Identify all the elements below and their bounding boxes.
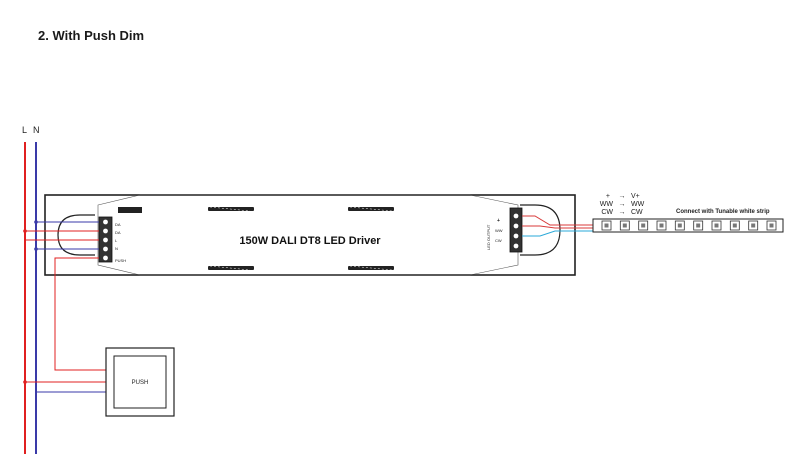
input-terminal-label-3: L [115, 238, 118, 243]
junction-neutral-2 [34, 247, 38, 251]
led-strip-leds [601, 220, 777, 231]
led-chip-die [677, 223, 682, 228]
map-from-plus: + [606, 193, 610, 200]
map-arrow-3: → [619, 209, 626, 216]
strip-label: Connect with Tunable white strip [676, 209, 770, 215]
output-terminal-label-plus: + [497, 218, 500, 224]
driver-name: 150W DALI DT8 LED Driver [239, 235, 381, 247]
vent-bottom-left [208, 265, 254, 271]
push-wire [54, 257, 116, 371]
map-to-cw: CW [631, 209, 643, 216]
map-arrow-2: → [619, 201, 626, 208]
input-terminal-block [98, 216, 113, 263]
neutral-label: N [33, 125, 40, 135]
output-terminal-label-cw: CW [495, 238, 502, 243]
junction-line-2 [23, 380, 27, 384]
led-chip-die [751, 223, 756, 228]
input-terminal-label-4: N [115, 246, 118, 251]
led-driver: DA DA L N PUSH 150W DALI DT8 LED Driver … [44, 194, 576, 276]
vent-bottom-right [348, 265, 394, 271]
map-from-ww: WW [600, 201, 614, 208]
line-label: L [22, 125, 27, 135]
led-chip-die [714, 223, 719, 228]
right-end-cap [520, 204, 561, 256]
push-switch-label: PUSH [132, 380, 149, 386]
junction-line-1 [23, 229, 27, 233]
output-v-plus-wire [522, 215, 593, 226]
led-chip-die [604, 223, 609, 228]
led-chip-die [732, 223, 737, 228]
led-chip-die [769, 223, 774, 228]
map-to-ww: WW [631, 201, 645, 208]
led-chip-die [622, 223, 627, 228]
input-terminal-label-1: DA [115, 222, 121, 227]
page-title: 2. With Push Dim [38, 28, 145, 43]
output-cw-wire [522, 230, 593, 237]
output-terminal-block [509, 207, 523, 253]
output-terminal-label-ww: WW [495, 228, 503, 233]
spec-label [118, 207, 142, 213]
led-chip-die [696, 223, 701, 228]
map-arrow-1: → [619, 193, 626, 200]
push-switch: PUSH [105, 347, 175, 417]
input-terminal-label-2: DA [115, 230, 121, 235]
output-map: + → V+ WW → WW CW → CW [600, 193, 645, 216]
vent-top-left [208, 206, 254, 212]
led-strip [592, 218, 784, 233]
vent-top-right [348, 206, 394, 212]
map-to-v-plus: V+ [631, 193, 640, 200]
output-ww-wire [522, 225, 593, 229]
input-terminal-label-5: PUSH [115, 258, 126, 263]
driver-inner-outline [97, 194, 519, 276]
junction-neutral-1 [34, 220, 38, 224]
left-end-cap [57, 214, 95, 256]
map-from-cw: CW [601, 209, 613, 216]
led-chip-die [659, 223, 664, 228]
led-chip-die [641, 223, 646, 228]
led-output-label: LED OUTPUT [486, 224, 491, 250]
